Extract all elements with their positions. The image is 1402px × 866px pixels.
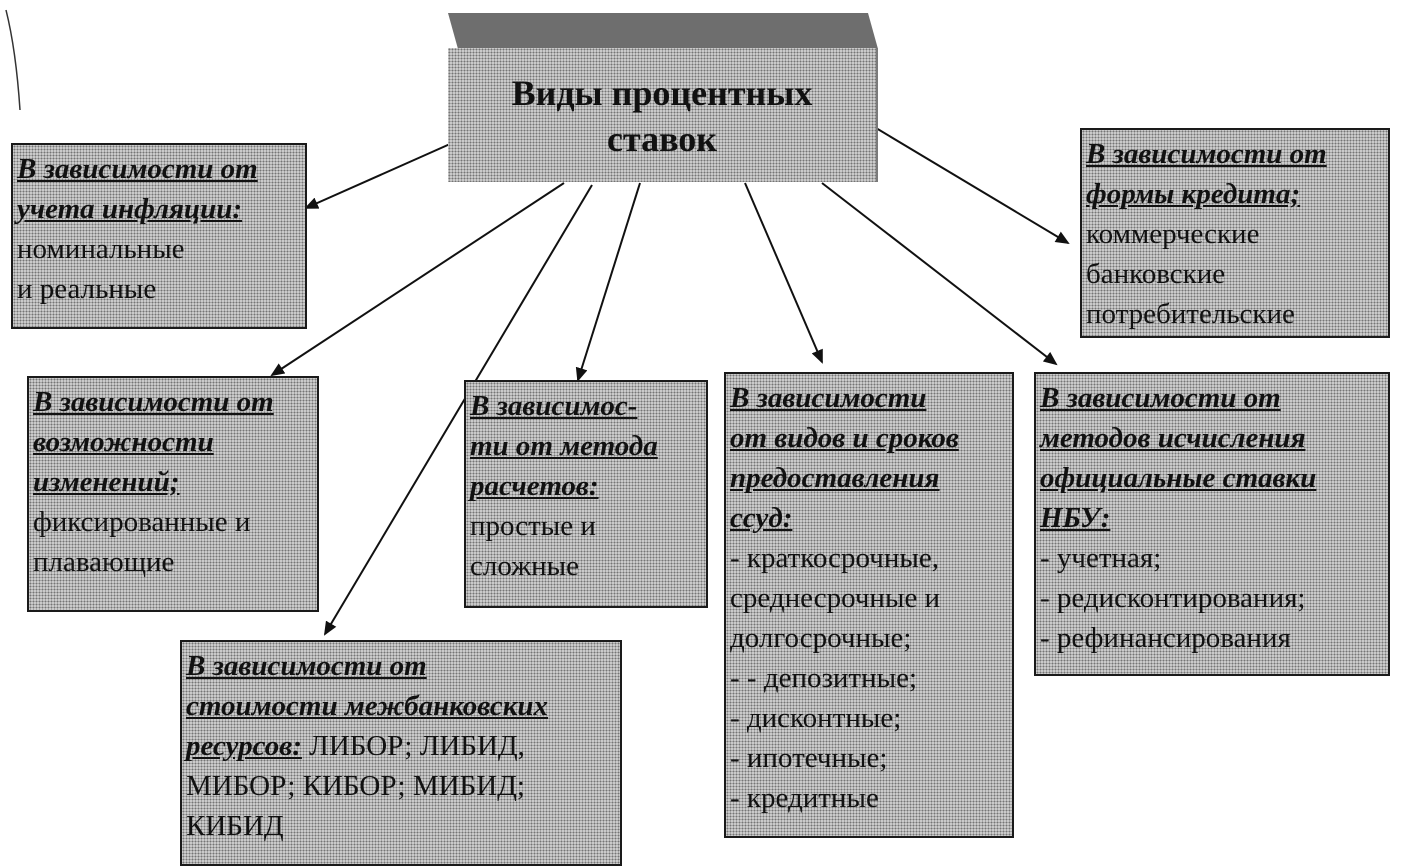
box-loan-type: В зависимости от видов и сроков предоста… (724, 372, 1014, 838)
interbank-heading-2: стоимости межбанковских (186, 690, 549, 722)
calc-method-heading-3: расчетов: (470, 470, 599, 502)
inflation-heading-1: В зависимости от (17, 153, 258, 185)
credit-form-item-2: банковские (1086, 258, 1226, 290)
box-nbu: В зависимости от методов исчисления офиц… (1034, 372, 1390, 676)
change-item-2: плавающие (33, 546, 175, 578)
arrow-to-interbank (323, 184, 593, 636)
calc-method-item-2: сложные (470, 550, 580, 582)
diagram-title: Виды процентных ставок (448, 70, 876, 162)
credit-form-heading-1: В зависимости от (1086, 138, 1327, 170)
loan-type-item-6: - ипотечные; (730, 742, 888, 774)
loan-type-heading-2: от видов и сроков (730, 422, 959, 454)
loan-type-item-2: среднесрочные и (730, 582, 941, 614)
loan-type-heading-1: В зависимости (730, 382, 927, 414)
inflation-heading-2: учета инфляции: (17, 193, 243, 225)
interbank-item-2: КИБИД (186, 810, 284, 842)
interbank-item-1: МИБОР; КИБОР; МИБИД; (186, 770, 525, 802)
calc-method-heading-2: ти от метода (470, 430, 658, 462)
title-block-top-face (448, 13, 878, 57)
nbu-item-1: - учетная; (1040, 542, 1162, 574)
interbank-item-inline: ЛИБОР; ЛИБИД, (301, 730, 525, 762)
box-credit-form: В зависимости от формы кредита; коммерче… (1080, 128, 1390, 338)
box-inflation: В зависимости от учета инфляции: номинал… (11, 143, 307, 329)
title-line-1: Виды процентных (511, 73, 813, 113)
nbu-heading-3: официальные ставки (1040, 462, 1317, 494)
box-change: В зависимости от возможности изменений; … (27, 376, 319, 612)
title-line-2: ставок (606, 119, 718, 159)
credit-form-heading-2: формы кредита; (1086, 178, 1301, 210)
interbank-heading-1: В зависимости от (186, 650, 427, 682)
nbu-heading-2: методов исчисления (1040, 422, 1306, 454)
nbu-item-3: - рефинансирования (1040, 622, 1291, 654)
change-heading-1: В зависимости от (33, 386, 274, 418)
nbu-item-2: - редисконтирования; (1040, 582, 1306, 614)
credit-form-item-1: коммерческие (1086, 218, 1260, 250)
change-heading-3: изменений; (33, 466, 180, 498)
arrow-to-nbu (821, 182, 1058, 366)
arrow-to-loan-type (744, 182, 823, 364)
box-interbank: В зависимости от стоимости межбанковских… (180, 640, 622, 866)
loan-type-item-5: - дисконтные; (730, 702, 902, 734)
loan-type-item-1: - краткосрочные, (730, 542, 939, 574)
loan-type-item-4: - - депозитные; (730, 662, 918, 694)
calc-method-heading-1: В зависимос- (470, 390, 638, 422)
change-heading-2: возможности (33, 426, 214, 458)
box-calc-method: В зависимос- ти от метода расчетов: прос… (464, 380, 708, 608)
loan-type-item-3: долгосрочные; (730, 622, 912, 654)
loan-type-item-7: - кредитные (730, 782, 879, 814)
change-item-1: фиксированные и (33, 506, 251, 538)
nbu-heading-4: НБУ: (1040, 502, 1111, 534)
title-block: Виды процентных ставок (448, 48, 876, 182)
calc-method-item-1: простые и (470, 510, 596, 542)
loan-type-heading-4: ссуд: (730, 502, 793, 534)
credit-form-item-3: потребительские (1086, 298, 1295, 330)
arrow-to-calc-method (575, 182, 641, 382)
interbank-heading-3: ресурсов: (186, 730, 302, 762)
arrow-to-change (270, 182, 565, 377)
inflation-item-1: номинальные (17, 233, 185, 265)
inflation-item-2: и реальные (17, 273, 157, 305)
loan-type-heading-3: предоставления (730, 462, 940, 494)
nbu-heading-1: В зависимости от (1040, 382, 1281, 414)
arrow-to-credit-form (875, 127, 1070, 245)
scan-edge-mark (5, 9, 21, 111)
